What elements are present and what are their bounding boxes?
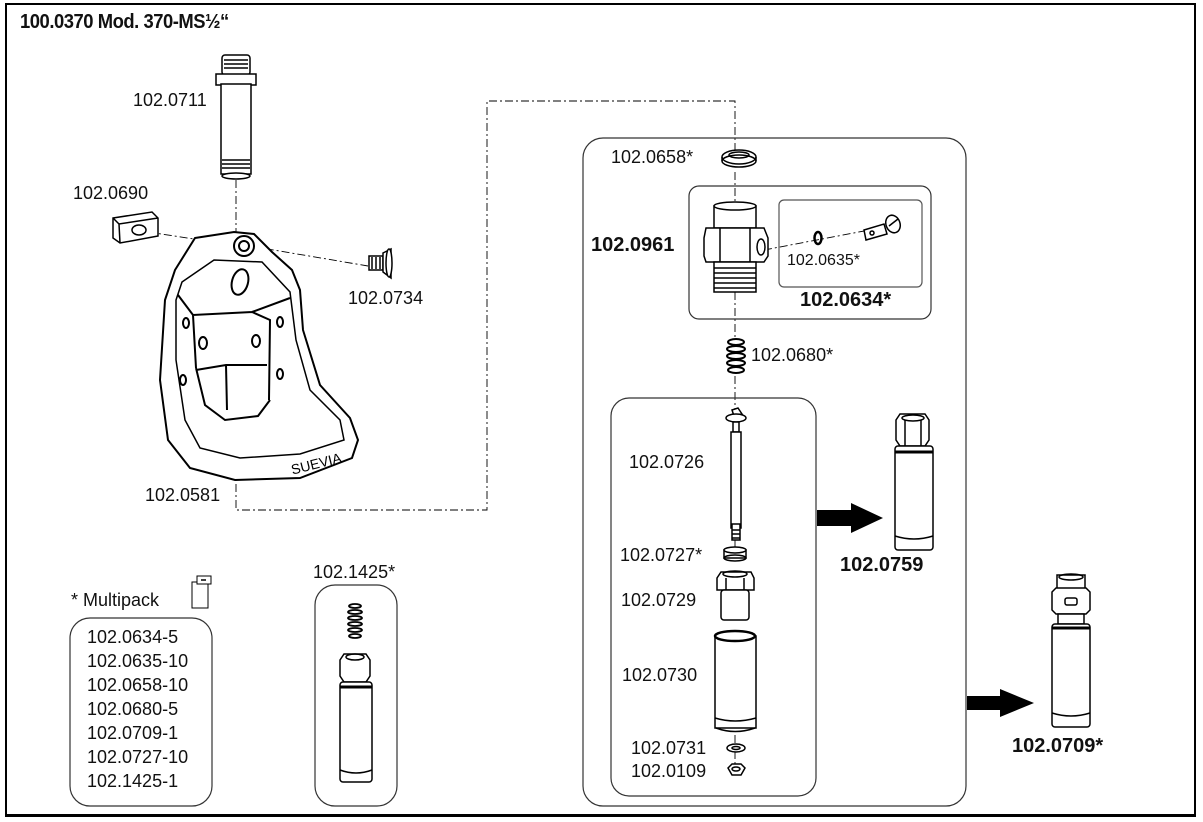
valve-assembly-box — [582, 137, 967, 807]
valve-body-0961-icon — [703, 201, 769, 293]
part-label: 102.0109 — [631, 761, 707, 781]
multipack-box — [69, 617, 213, 807]
multipack-item: 102.0635-10 — [87, 651, 189, 671]
multipack-item: 102.0680-5 — [87, 699, 179, 719]
valve-stem-0726-icon — [725, 407, 747, 541]
part-label: 102.0727* — [620, 545, 703, 565]
washer-0658-icon — [721, 149, 757, 168]
multipack-list: 102.0634-5 102.0635-10 102.0658-10 102.0… — [87, 625, 188, 793]
multipack-item: 102.0727-10 — [87, 747, 189, 767]
multipack-heading: * Multipack — [71, 590, 160, 610]
body-0961-box — [688, 185, 932, 320]
part-label-bold: 102.0759 — [840, 554, 924, 576]
multipack-item: 102.0709-1 — [87, 723, 179, 743]
diagram-frame — [5, 3, 1196, 817]
part-label-bold: 102.0961 — [591, 234, 675, 256]
package-icon — [191, 575, 212, 609]
multipack-item: 102.0658-10 — [87, 675, 189, 695]
part-label: 102.0581 — [145, 485, 221, 505]
part-label: 102.0726 — [629, 452, 705, 472]
o-ring-0635-icon — [813, 230, 823, 246]
valve-insert-0759-icon — [894, 413, 934, 551]
part-label: 102.0711 — [133, 90, 207, 110]
spring-kit-1425-box — [314, 584, 398, 807]
seal-ring-0727-icon — [723, 546, 747, 562]
sleeve-tube-0730-icon — [713, 629, 757, 733]
arrow-right-icon — [967, 689, 1034, 717]
part-label: 102.0635* — [787, 252, 860, 269]
part-label: 102.1425* — [313, 562, 396, 582]
part-label: 102.0729 — [621, 590, 697, 610]
spring-0680-icon — [726, 338, 746, 374]
part-label: 102.0730 — [622, 665, 698, 685]
repair-kit-0634-box — [778, 199, 923, 288]
multipack-item: 102.0634-5 — [87, 627, 179, 647]
multipack-item: 102.1425-1 — [87, 771, 179, 791]
screw-0734-icon — [368, 247, 393, 280]
washer-0731-icon — [726, 743, 746, 753]
part-label: 102.0734 — [348, 288, 424, 308]
bleed-screw-icon — [863, 214, 902, 241]
arrow-right-icon — [817, 503, 883, 533]
part-label: 102.0680* — [751, 345, 834, 365]
pipe-0711-icon — [215, 54, 257, 180]
valve-insert-box — [610, 397, 817, 797]
block-nut-0690-icon — [112, 211, 159, 244]
part-label: 102.0690 — [73, 183, 149, 203]
hex-nut-0109-icon — [727, 763, 746, 776]
page-title: 100.0370 Mod. 370-MS½“ — [20, 11, 229, 33]
part-label: 102.0658* — [611, 147, 694, 167]
spring-kit-1425-icon — [339, 603, 373, 783]
nut-sleeve-0729-icon — [716, 570, 755, 621]
complete-valve-0709-icon — [1051, 573, 1091, 728]
part-label-bold: 102.0634* — [800, 289, 892, 311]
part-label-bold: 102.0709* — [1012, 735, 1104, 757]
part-label: 102.0731 — [631, 738, 707, 758]
drinking-bowl-0581-icon — [158, 230, 360, 482]
